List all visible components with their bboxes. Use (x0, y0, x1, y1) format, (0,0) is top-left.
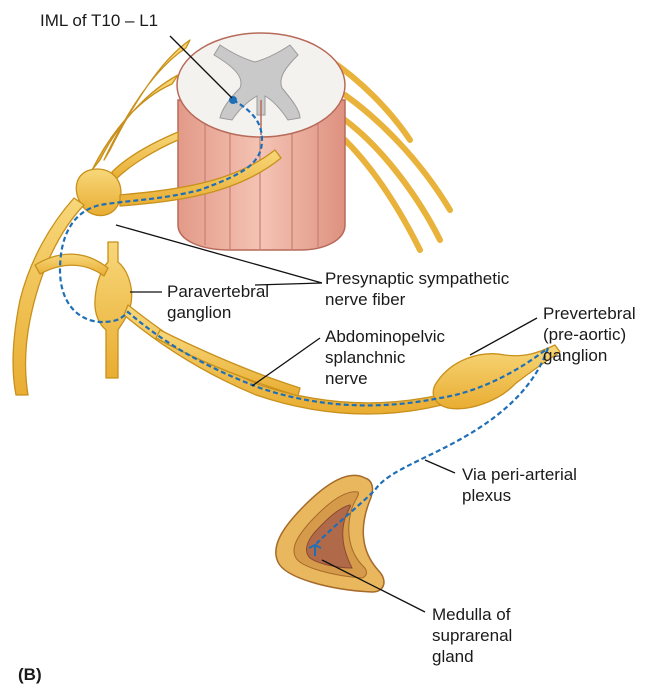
presynaptic-label-line2: nerve fiber (325, 289, 405, 310)
periarterial-label-line2: plexus (462, 485, 511, 506)
paravertebral-label-line2: ganglion (167, 302, 231, 323)
iml-neuron-cell-body (229, 96, 237, 104)
suprarenal-gland (276, 475, 384, 592)
spinal-cord (177, 33, 345, 250)
abdominopelvic-label-line3: nerve (325, 368, 368, 389)
prevertebral-label-line2: (pre-aortic) (543, 324, 626, 345)
medulla-label-line1: Medulla of (432, 604, 510, 625)
medulla-label-line2: suprarenal (432, 625, 512, 646)
prevertebral-label-line3: ganglion (543, 345, 607, 366)
iml-label: IML of T10 – L1 (40, 10, 158, 31)
right-nerve-roots (330, 60, 450, 250)
paravertebral-label-line1: Paravertebral (167, 281, 269, 302)
presynaptic-label-line1: Presynaptic sympathetic (325, 268, 509, 289)
abdominopelvic-label-line2: splanchnic (325, 347, 405, 368)
abdominopelvic-label-line1: Abdominopelvic (325, 326, 445, 347)
periarterial-label-line1: Via peri-arterial (462, 464, 577, 485)
prevertebral-label-line1: Prevertebral (543, 303, 636, 324)
medulla-label-line3: gland (432, 646, 474, 667)
